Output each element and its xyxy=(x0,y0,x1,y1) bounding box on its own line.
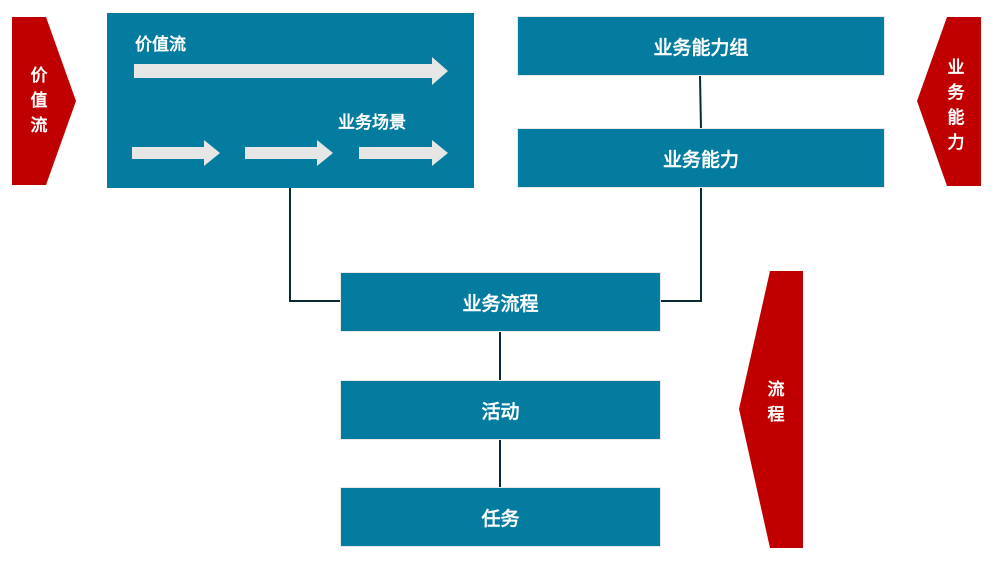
activity-box: 活动 xyxy=(340,380,661,440)
value-stream-long-arrow xyxy=(134,57,448,85)
business-capability-tag-text: 业 务 能 力 xyxy=(947,58,965,153)
business-capability-tag-shape xyxy=(917,17,981,186)
capability-label: 业务能力 xyxy=(662,148,739,171)
business-process-label: 业务流程 xyxy=(462,292,539,315)
value-stream-tag-shape xyxy=(12,17,76,185)
connector-group-to-capability xyxy=(699,75,702,130)
task-box: 任务 xyxy=(340,487,661,547)
capability-group-label: 业务能力组 xyxy=(653,36,749,59)
capability-group-box: 业务能力组 xyxy=(517,16,885,76)
business-scenario-label: 业务场景 xyxy=(338,113,406,133)
value-stream-tag-text: 价 值 流 xyxy=(30,66,48,136)
task-label: 任务 xyxy=(481,507,520,530)
value-stream-title: 价值流 xyxy=(135,35,186,55)
process-tag-text: 流 程 xyxy=(767,380,785,425)
scenario-arrow-2 xyxy=(245,140,333,166)
activity-label: 活动 xyxy=(481,400,520,423)
scenario-arrow-3 xyxy=(359,140,448,166)
business-process-box: 业务流程 xyxy=(340,272,661,332)
connector-capability-to-process xyxy=(660,187,702,302)
process-tag-shape xyxy=(739,271,803,548)
capability-box: 业务能力 xyxy=(517,128,885,188)
scenario-arrow-1 xyxy=(132,140,220,166)
connector-value-stream-to-process xyxy=(289,188,342,302)
